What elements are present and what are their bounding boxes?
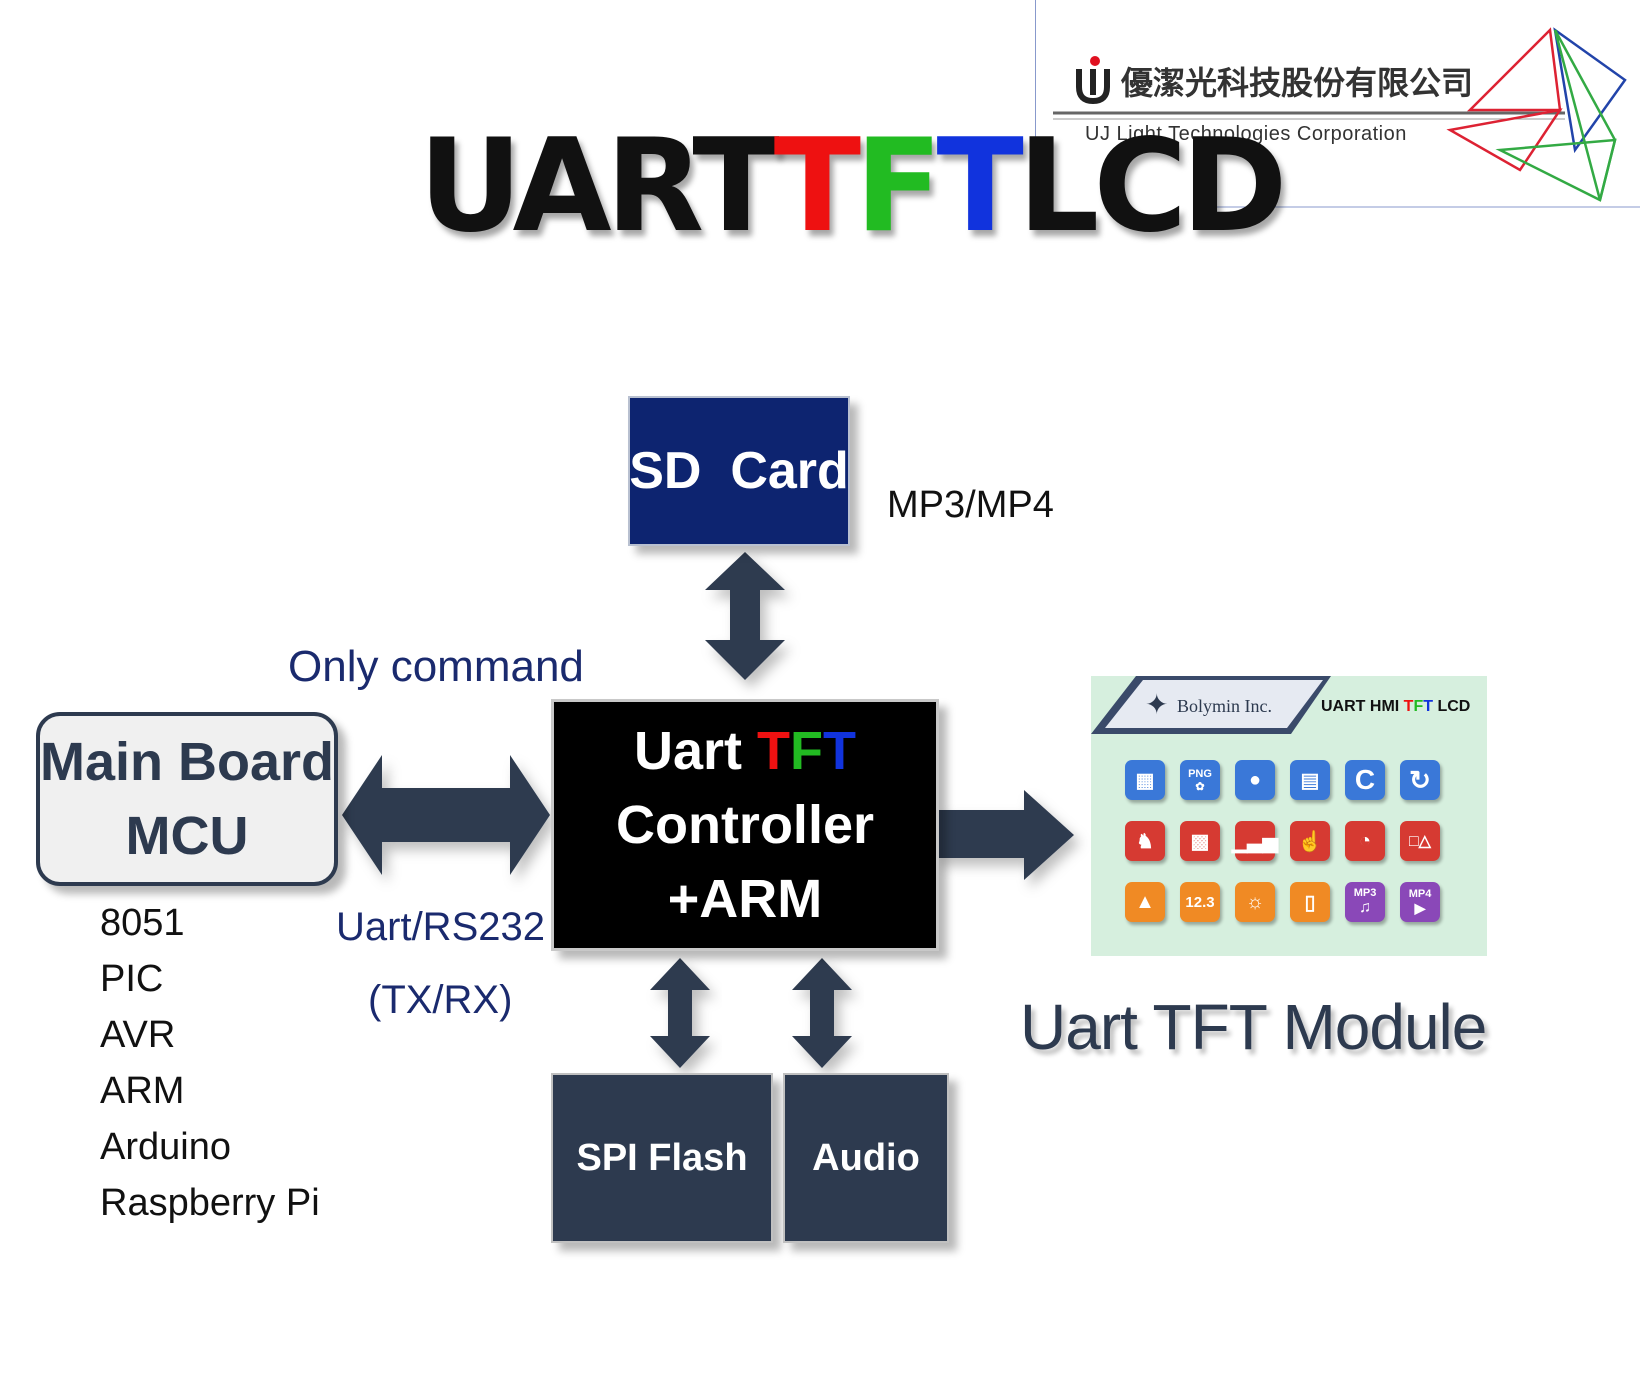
module-caption: Uart TFT Module [1020, 991, 1487, 1063]
controller-f-green: F [790, 721, 824, 781]
png-icon-label: PNG [1188, 767, 1212, 780]
sd-card-label: SD Card [629, 442, 849, 500]
company-logo-block: 優潔光科技股份有限公司 UJ Light Technologies Corpor… [1035, 0, 1640, 210]
mcu-item: 8051 [100, 902, 185, 944]
only-command-label: Only command [288, 642, 584, 691]
mcu-item: PIC [100, 958, 164, 1000]
controller-line2: Controller [615, 795, 874, 855]
module-t-red: T [1403, 698, 1414, 715]
title-t-blue: T [936, 112, 1023, 261]
company-frame-lines [1035, 0, 1640, 208]
company-name-zh: 優潔光科技股份有限公司 [1121, 64, 1474, 102]
tft-module-panel: ✦ Bolymin Inc. UART HMI TFT LCD ▦ PNG✿ ●… [1091, 676, 1487, 956]
uj-logo-mark [1073, 55, 1113, 105]
mcu-item: ARM [100, 1070, 185, 1112]
bar-chart-icon: ▁▃▅ [1232, 821, 1278, 861]
uj-logo-icon [1076, 56, 1110, 105]
spi-flash-box: SPI Flash [551, 1073, 773, 1243]
controller-t-blue: T [823, 721, 857, 781]
arrow-controller-spi [650, 958, 710, 1068]
qr-code-icon: ▩ [1180, 821, 1220, 861]
module-header-text: UART HMI TFT LCD [1321, 698, 1470, 716]
arc-icon: C [1345, 760, 1385, 800]
module-header-suffix: LCD [1433, 698, 1471, 715]
company-name-en: UJ Light Technologies Corporation [1085, 123, 1407, 145]
gauge-icon: ◔ [1345, 821, 1385, 861]
controller-line3: +ARM [667, 869, 823, 929]
module-f-green: F [1413, 698, 1424, 715]
pins-label: (TX/RX) [368, 978, 513, 1022]
arrow-controller-module [936, 790, 1074, 880]
mp4-icon: MP4▶ [1400, 882, 1440, 922]
image-icon: ▦ [1125, 760, 1165, 800]
controller-line1: Uart TFT [634, 714, 856, 788]
light-bulb-icon: ☼ [1235, 882, 1275, 922]
png-icon: PNG✿ [1180, 760, 1220, 800]
audio-label: Audio [812, 1136, 920, 1179]
mp3-icon: MP3♫ [1345, 882, 1385, 922]
sd-card-box: SD Card [628, 396, 850, 546]
keypad-icon: ▤ [1290, 760, 1330, 800]
title-t-red: T [773, 112, 861, 261]
mcu-list: 8051 PIC AVR ARM Arduino Raspberry Pi [100, 895, 320, 1231]
module-brand-star-icon: ✦ [1145, 689, 1169, 720]
refresh-icon: ↻ [1400, 760, 1440, 800]
touch-icon: ☝ [1290, 821, 1330, 861]
title-f-green: F [855, 112, 942, 261]
module-brand: Bolymin Inc. [1177, 696, 1272, 716]
controller-t-red: T [757, 721, 791, 781]
mcu-item: AVR [100, 1014, 176, 1056]
mp3-icon-label: MP3 [1353, 887, 1377, 899]
company-geometric-emblem [1446, 27, 1627, 202]
main-board-line2: MCU [125, 806, 249, 866]
arrow-controller-audio [792, 958, 852, 1068]
number-icon: 12.3 [1180, 882, 1220, 922]
main-board-box: Main Board MCU [36, 712, 338, 886]
title-uart: UART [418, 112, 780, 261]
spi-flash-label: SPI Flash [576, 1136, 748, 1179]
main-board-line1: Main Board [39, 732, 335, 792]
audio-box: Audio [783, 1073, 949, 1243]
mp4-icon-label: MP4 [1408, 887, 1432, 900]
arrow-sd-controller [705, 552, 785, 680]
module-header-banner [1091, 676, 1331, 734]
module-header-prefix: UART HMI [1321, 698, 1404, 715]
shapes-icon: □△ [1400, 821, 1440, 861]
color-blend-icon: ● [1235, 760, 1275, 800]
controller-box: Uart TFT Controller +ARM [551, 699, 939, 951]
pdf-icon: ▲ [1125, 882, 1165, 922]
number-icon-label: 12.3 [1185, 893, 1215, 911]
sd-card-note: MP3/MP4 [887, 484, 1054, 526]
protocol-label: Uart/RS232 [336, 905, 545, 949]
tablet-touch-icon: ▯ [1290, 882, 1330, 922]
mcu-item: Raspberry Pi [100, 1182, 320, 1224]
mcu-item: Arduino [100, 1126, 231, 1168]
arrow-mcu-controller [342, 755, 550, 875]
bicycle-icon: ♞ [1125, 821, 1165, 861]
controller-uart-text: Uart [633, 721, 758, 781]
page-title: UART TFT LCD [0, 112, 1640, 261]
module-t-blue: T [1423, 698, 1433, 715]
title-lcd: LCD [1017, 112, 1288, 261]
